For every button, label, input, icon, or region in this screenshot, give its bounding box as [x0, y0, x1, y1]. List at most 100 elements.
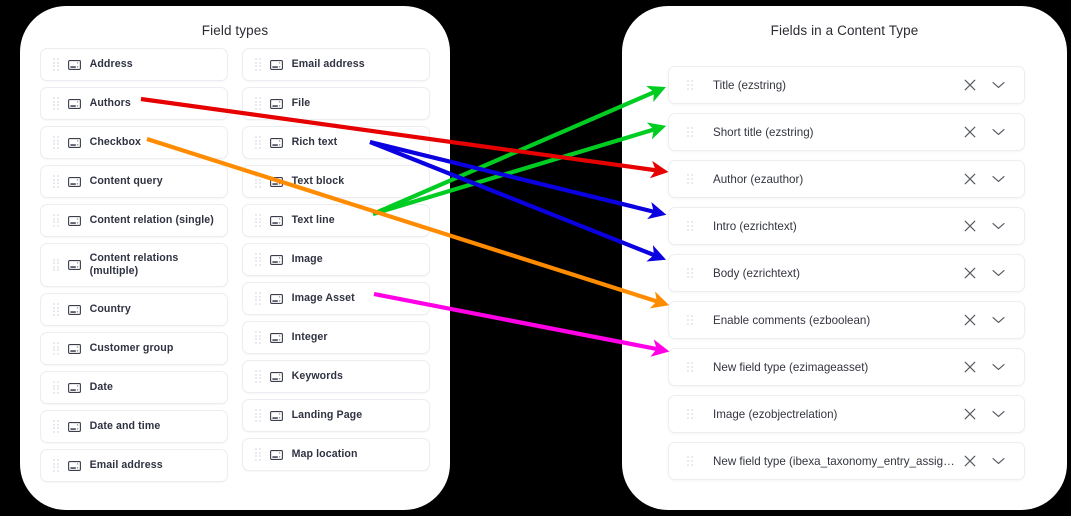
field-type-label: Text line	[291, 213, 335, 226]
drag-handle-icon[interactable]	[687, 456, 693, 466]
drag-handle-icon[interactable]	[255, 292, 261, 305]
drag-handle-icon[interactable]	[53, 136, 59, 149]
drag-handle-icon[interactable]	[53, 58, 59, 71]
content-type-field-row[interactable]: Body (ezrichtext)	[668, 254, 1025, 292]
close-icon[interactable]	[960, 216, 980, 236]
drag-handle-icon[interactable]	[687, 174, 693, 184]
field-type-label: Content query	[89, 174, 163, 187]
chevron-down-icon[interactable]	[988, 75, 1008, 95]
field-type-icon	[67, 343, 81, 354]
drag-handle-icon[interactable]	[255, 448, 261, 461]
field-type-item[interactable]: Rich text	[242, 126, 430, 159]
drag-handle-icon[interactable]	[255, 409, 261, 422]
field-type-label: Date	[89, 380, 113, 393]
field-type-item[interactable]: Checkbox	[40, 126, 228, 159]
field-type-item[interactable]: Email address	[40, 449, 228, 482]
field-type-icon	[67, 59, 81, 70]
close-icon[interactable]	[960, 404, 980, 424]
drag-handle-icon[interactable]	[53, 303, 59, 316]
content-type-field-row[interactable]: Intro (ezrichtext)	[668, 207, 1025, 245]
close-icon[interactable]	[960, 122, 980, 142]
drag-handle-icon[interactable]	[687, 268, 693, 278]
drag-handle-icon[interactable]	[687, 409, 693, 419]
content-type-field-row[interactable]: New field type (ezimageasset)	[668, 348, 1025, 386]
drag-handle-icon[interactable]	[255, 214, 261, 227]
field-type-item[interactable]: File	[242, 87, 430, 120]
drag-handle-icon[interactable]	[255, 331, 261, 344]
content-type-field-row[interactable]: Image (ezobjectrelation)	[668, 395, 1025, 433]
close-icon[interactable]	[960, 263, 980, 283]
field-type-icon	[269, 449, 283, 460]
close-icon[interactable]	[960, 451, 980, 471]
field-type-item[interactable]: Keywords	[242, 360, 430, 393]
field-type-label: Keywords	[291, 369, 344, 382]
field-type-item[interactable]: Customer group	[40, 332, 228, 365]
drag-handle-icon[interactable]	[53, 420, 59, 433]
chevron-down-icon[interactable]	[988, 122, 1008, 142]
content-type-fields-list: Title (ezstring) Short title (ezstring) Au…	[668, 66, 1025, 480]
field-type-item[interactable]: Image Asset	[242, 282, 430, 315]
field-type-item[interactable]: Content query	[40, 165, 228, 198]
field-type-item[interactable]: Content relation (single)	[40, 204, 228, 237]
field-type-icon	[269, 176, 283, 187]
drag-handle-icon[interactable]	[53, 258, 59, 272]
content-type-field-row[interactable]: New field type (ibexa_taxonomy_entry_ass…	[668, 442, 1025, 480]
content-type-field-row[interactable]: Short title (ezstring)	[668, 113, 1025, 151]
chevron-down-icon[interactable]	[988, 169, 1008, 189]
drag-handle-icon[interactable]	[687, 80, 693, 90]
drag-handle-icon[interactable]	[255, 58, 261, 71]
field-type-label: Landing Page	[291, 408, 363, 421]
drag-handle-icon[interactable]	[255, 97, 261, 110]
drag-handle-icon[interactable]	[255, 175, 261, 188]
field-type-item[interactable]: Content relations(multiple)	[40, 243, 228, 287]
field-type-label: Email address	[89, 458, 163, 471]
drag-handle-icon[interactable]	[687, 221, 693, 231]
field-type-label: Content relations(multiple)	[89, 251, 179, 277]
close-icon[interactable]	[960, 75, 980, 95]
drag-handle-icon[interactable]	[53, 97, 59, 110]
field-type-item[interactable]: Authors	[40, 87, 228, 120]
close-icon[interactable]	[960, 169, 980, 189]
field-type-item[interactable]: Landing Page	[242, 399, 430, 432]
content-type-fields-panel: Fields in a Content Type Title (ezstring…	[622, 6, 1067, 510]
drag-handle-icon[interactable]	[53, 175, 59, 188]
drag-handle-icon[interactable]	[687, 362, 693, 372]
field-type-item[interactable]: Date	[40, 371, 228, 404]
field-type-item[interactable]: Address	[40, 48, 228, 81]
field-type-icon	[67, 421, 81, 432]
drag-handle-icon[interactable]	[53, 459, 59, 472]
field-type-item[interactable]: Text line	[242, 204, 430, 237]
field-type-item[interactable]: Date and time	[40, 410, 228, 443]
content-type-field-row[interactable]: Title (ezstring)	[668, 66, 1025, 104]
field-type-item[interactable]: Country	[40, 293, 228, 326]
field-type-icon	[67, 98, 81, 109]
drag-handle-icon[interactable]	[53, 214, 59, 227]
drag-handle-icon[interactable]	[255, 370, 261, 383]
field-type-item[interactable]: Integer	[242, 321, 430, 354]
content-type-field-label: Intro (ezrichtext)	[713, 219, 797, 233]
drag-handle-icon[interactable]	[687, 315, 693, 325]
chevron-down-icon[interactable]	[988, 310, 1008, 330]
chevron-down-icon[interactable]	[988, 404, 1008, 424]
field-type-icon	[67, 304, 81, 315]
chevron-down-icon[interactable]	[988, 263, 1008, 283]
field-type-item[interactable]: Email address	[242, 48, 430, 81]
close-icon[interactable]	[960, 310, 980, 330]
content-type-field-row[interactable]: Enable comments (ezboolean)	[668, 301, 1025, 339]
drag-handle-icon[interactable]	[255, 253, 261, 266]
field-type-label: File	[291, 96, 311, 109]
drag-handle-icon[interactable]	[53, 381, 59, 394]
content-type-field-row[interactable]: Author (ezauthor)	[668, 160, 1025, 198]
chevron-down-icon[interactable]	[988, 216, 1008, 236]
field-type-icon	[67, 137, 81, 148]
field-type-item[interactable]: Map location	[242, 438, 430, 471]
field-type-item[interactable]: Text block	[242, 165, 430, 198]
drag-handle-icon[interactable]	[255, 136, 261, 149]
drag-handle-icon[interactable]	[53, 342, 59, 355]
drag-handle-icon[interactable]	[687, 127, 693, 137]
close-icon[interactable]	[960, 357, 980, 377]
chevron-down-icon[interactable]	[988, 357, 1008, 377]
field-type-item[interactable]: Image	[242, 243, 430, 276]
chevron-down-icon[interactable]	[988, 451, 1008, 471]
content-type-field-label: Enable comments (ezboolean)	[713, 313, 871, 327]
